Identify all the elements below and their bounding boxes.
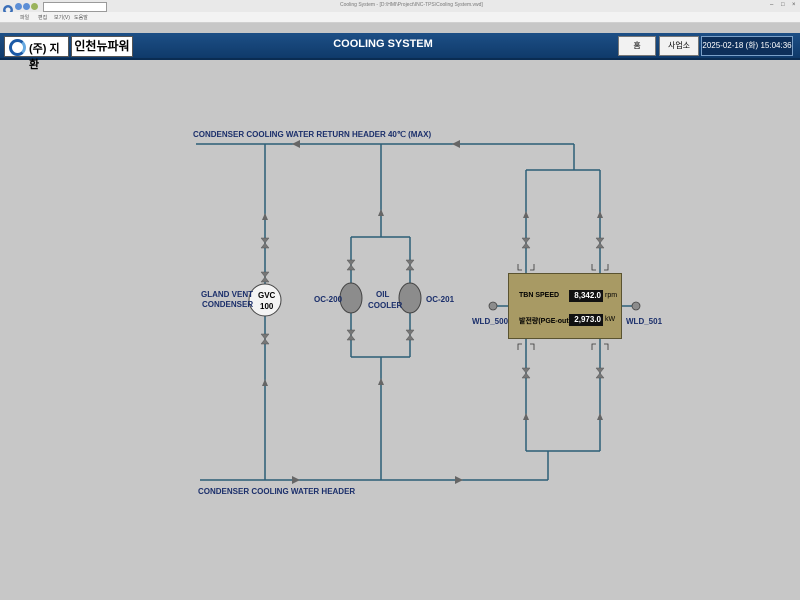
oc-200-label: OC-200 xyxy=(314,295,343,304)
gland-vent-label-2: CONDENSER xyxy=(202,300,254,309)
menu-file[interactable]: 파일 xyxy=(20,15,30,21)
flow-arrow-icon xyxy=(597,211,603,218)
flow-arrow-icon xyxy=(452,140,460,148)
company-name: (주) 지환 xyxy=(29,43,60,71)
return-header-label: CONDENSER COOLING WATER RETURN HEADER 40… xyxy=(193,130,432,139)
oc-201-symbol[interactable] xyxy=(398,282,422,314)
flow-arrow-icon xyxy=(262,213,268,220)
page-title: COOLING SYSTEM xyxy=(333,38,433,50)
company-logo: (주) 지환 xyxy=(4,36,69,71)
window-caption: Cooling System - [D:\HMI\Project\INC-TPS… xyxy=(340,2,483,8)
flow-arrow-icon xyxy=(597,413,603,420)
forward-icon[interactable] xyxy=(23,3,30,10)
valve-icon[interactable] xyxy=(521,367,531,379)
flow-arrow-icon xyxy=(378,378,384,385)
bracket-mark xyxy=(591,343,609,350)
site-button[interactable]: 사업소 xyxy=(659,36,699,56)
flow-arrow-icon xyxy=(292,140,300,148)
tbn-speed-value: 8,342.0 xyxy=(569,290,603,302)
refresh-icon[interactable] xyxy=(31,3,38,10)
oil-cooler-label-2: COOLER xyxy=(368,301,403,310)
home-button[interactable]: 홈 xyxy=(618,36,656,56)
maximize-icon[interactable]: □ xyxy=(781,2,785,8)
flow-arrow-icon xyxy=(292,476,300,484)
app-header: (주) 지환 인천뉴파워 COOLING SYSTEM 홈 사업소 2025-0… xyxy=(0,33,800,71)
valve-icon[interactable] xyxy=(405,259,415,271)
gvc-100-symbol[interactable] xyxy=(248,283,282,317)
valve-icon[interactable] xyxy=(521,237,531,249)
wld-501-label: WLD_501 xyxy=(626,317,663,326)
valve-icon[interactable] xyxy=(260,237,270,249)
bracket-mark xyxy=(591,264,609,271)
flow-arrow-icon xyxy=(262,379,268,386)
back-icon[interactable] xyxy=(15,3,22,10)
flow-arrow-icon xyxy=(378,209,384,216)
valve-icon[interactable] xyxy=(595,237,605,249)
wld-500-label: WLD_500 xyxy=(472,317,509,326)
logo-icon xyxy=(9,39,26,56)
wld-501-sensor[interactable] xyxy=(631,301,641,311)
bracket-mark xyxy=(517,264,535,271)
valve-icon[interactable] xyxy=(260,333,270,345)
valve-icon[interactable] xyxy=(346,329,356,341)
minimize-icon[interactable]: – xyxy=(770,2,774,8)
valve-icon[interactable] xyxy=(405,329,415,341)
menu-help[interactable]: 도움말 xyxy=(74,15,88,21)
datetime-display: 2025-02-18 (화) 15:04:36 xyxy=(701,36,793,56)
oil-cooler-label-1: OIL xyxy=(376,290,390,299)
power-output-label: 발전량(PGE-out) xyxy=(519,318,571,325)
flow-arrow-icon xyxy=(523,413,529,420)
bracket-mark xyxy=(517,343,535,350)
oc-200-symbol[interactable] xyxy=(339,282,363,314)
close-icon[interactable]: × xyxy=(792,2,796,8)
valve-icon[interactable] xyxy=(595,367,605,379)
power-output-value: 2,973.0 xyxy=(569,314,603,326)
gland-vent-label-1: GLAND VENT xyxy=(201,290,253,299)
oc-201-label: OC-201 xyxy=(426,295,455,304)
address-input[interactable] xyxy=(43,2,107,12)
power-output-unit: kW xyxy=(605,316,616,323)
supply-header-label: CONDENSER COOLING WATER HEADER xyxy=(198,487,356,496)
tbn-speed-label: TBN SPEED xyxy=(519,292,560,299)
tbn-speed-unit: rpm xyxy=(605,292,618,299)
menu-bar: 파일 편집 보기(V) 도움말 xyxy=(0,12,800,23)
wld-500-sensor[interactable] xyxy=(488,301,498,311)
turbine-panel: TBN SPEED 8,342.0 rpm 발전량(PGE-out) 2,973… xyxy=(508,273,622,339)
valve-icon[interactable] xyxy=(260,271,270,283)
gvc-label-2: 100 xyxy=(260,302,274,311)
menu-edit[interactable]: 편집 xyxy=(38,15,48,21)
flow-arrow-icon xyxy=(523,211,529,218)
gvc-label-1: GVC xyxy=(258,291,276,300)
valve-icon[interactable] xyxy=(346,259,356,271)
site-name: 인천뉴파워 xyxy=(71,36,133,57)
menu-view[interactable]: 보기(V) xyxy=(54,15,70,21)
flow-arrow-icon xyxy=(455,476,463,484)
